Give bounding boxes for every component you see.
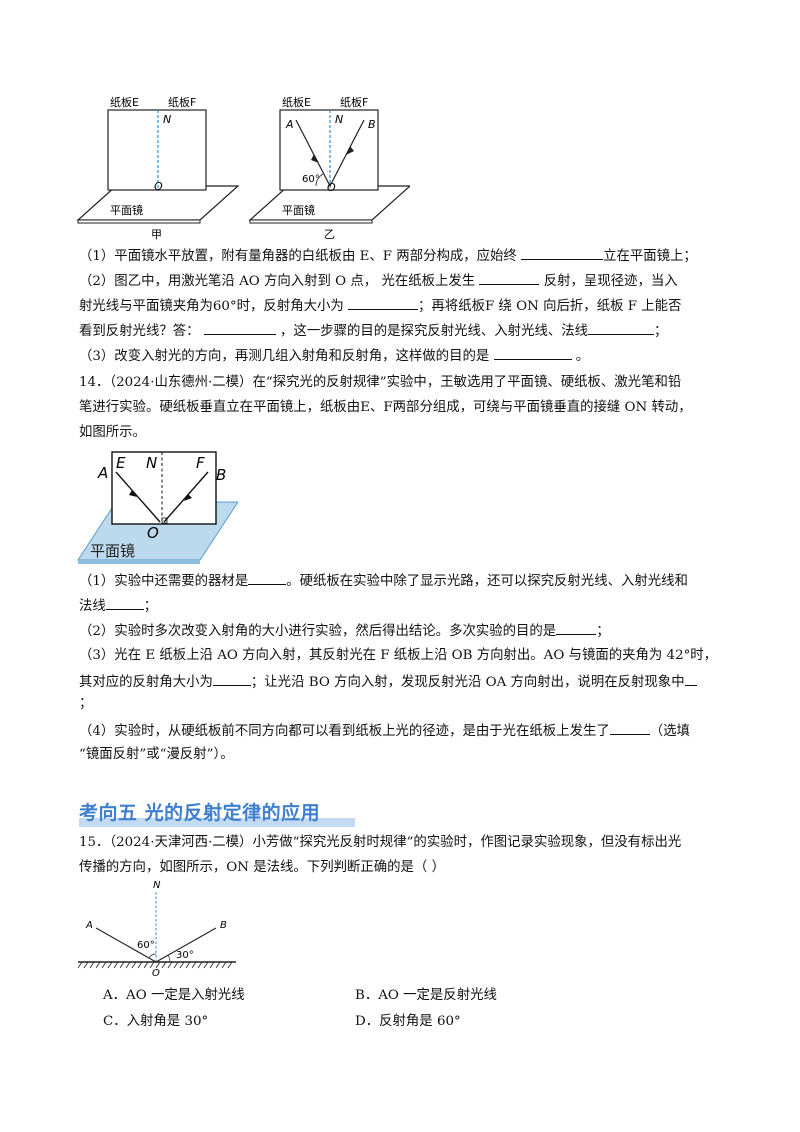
q13-part3: （3）改变入射光的方向，再测几组入射角和反射角，这样做的目的是 。 <box>79 345 589 367</box>
point-o-label: O <box>152 968 160 978</box>
option-c[interactable]: C．入射角是 30° <box>103 1014 209 1029</box>
angle-60-label: 60° <box>302 174 320 185</box>
q14-part1-line1: （1）实验中还需要的器材是。硬纸板在实验中除了显示光路，还可以探究反射光线、入射… <box>79 570 688 592</box>
board-e-label: E <box>116 454 126 472</box>
ray-a-label: A <box>97 464 108 482</box>
normal-label-2: N <box>335 113 343 126</box>
point-o-label: O <box>147 524 159 542</box>
board-f-label: F <box>196 454 205 472</box>
q13-part2-line2: 射光线与平面镜夹角为60°时，反射角大小为 ；再将纸板F 绕 ON 向后折，纸板… <box>79 295 681 317</box>
answer-blank[interactable] <box>105 595 144 610</box>
answer-blank[interactable] <box>212 671 251 686</box>
ray-b-label: B <box>368 118 376 131</box>
board-e-label: 纸板E <box>110 95 139 109</box>
figure-q15: N A B 60° 30° O <box>77 880 236 978</box>
q14-part1-line2: 法线； <box>79 595 157 617</box>
q15-stem-line2: 传播的方向，如图所示，ON 是法线。下列判断正确的是（ ） <box>79 860 445 875</box>
answer-blank[interactable] <box>479 270 540 285</box>
ray-b-label: B <box>216 466 226 484</box>
figure-jia: 纸板E 纸板F N O 平面镜 甲 <box>76 95 240 240</box>
q14-part3-line2: 其对应的反射角大小为；让光沿 BO 方向入射，发现反射光沿 OA 方向射出，说明… <box>79 671 697 693</box>
q13-part1: （1）平面镜水平放置，附有量角器的白纸板由 E、F 两部分构成，应始终 立在平面… <box>79 245 697 267</box>
angle-30-label: 30° <box>176 950 194 961</box>
board-e-label-2: 纸板E <box>282 95 311 109</box>
figure-q14: A E N F B O 平面镜 <box>77 451 239 564</box>
figure-jia-yi: 纸板E 纸板F N O 平面镜 甲 纸板E 纸板F A N B 60° O 平面… <box>76 95 410 240</box>
answer-blank[interactable] <box>203 320 276 335</box>
angle-60-label: 60° <box>137 940 155 951</box>
answer-blank[interactable] <box>556 620 597 635</box>
answer-blank[interactable] <box>493 345 572 360</box>
figure-yi: 纸板E 纸板F A N B 60° O 平面镜 乙 <box>248 95 410 240</box>
point-o-label-2: O <box>327 181 336 194</box>
q14-part4-line1: （4）实验时，从硬纸板前不同方向都可以看到纸板上光的径迹，是由于光在纸板上发生了… <box>79 720 690 742</box>
answer-blank[interactable] <box>684 671 697 686</box>
point-o-label: O <box>154 180 163 193</box>
option-d[interactable]: D．反射角是 60° <box>355 1014 461 1029</box>
q15-stem-line1: 15．（2024·天津河西·二模）小芳做“探究光反射时规律”的实验时，作图记录实… <box>79 835 682 850</box>
answer-blank[interactable] <box>248 570 287 585</box>
q13-part2-line3: 看到反射光线？答： ，这一步骤的目的是探究反射光线、入射光线、法线； <box>79 320 667 342</box>
section-heading: 考向五 光的反射定律的应用 <box>79 802 321 824</box>
q14-part2: （2）实验时多次改变入射角的大小进行实验，然后得出结论。多次实验的目的是； <box>79 620 610 642</box>
mirror-label: 平面镜 <box>110 203 143 217</box>
answer-blank[interactable] <box>588 320 655 335</box>
q14-part4-line2: “镜面反射”或“漫反射”）。 <box>79 747 234 762</box>
mirror-label-2: 平面镜 <box>282 203 315 217</box>
answer-blank[interactable] <box>348 295 419 310</box>
ray-a-label: A <box>285 118 294 131</box>
board-f-label-2: 纸板F <box>340 95 368 109</box>
answer-blank[interactable] <box>521 245 604 260</box>
q14-stem-line2: 笔进行实验。硬纸板垂直立在平面镜上，纸板由E、F两部分组成，可绕与平面镜垂直的接… <box>79 400 692 415</box>
normal-label: N <box>163 113 171 126</box>
q13-part2-line1: （2）图乙中，用激光笔沿 AO 方向入射到 O 点， 光在纸板上发生 反射，呈现… <box>79 270 678 292</box>
q14-part3-line1: （3）光在 E 纸板上沿 AO 方向入射，其反射光在 F 纸板上沿 OB 方向射… <box>79 648 718 663</box>
option-b[interactable]: B．AO 一定是反射光线 <box>355 988 497 1003</box>
q14-part3-line3: ； <box>79 696 93 711</box>
ray-b-label: B <box>220 920 227 931</box>
ray-a-label: A <box>85 920 93 931</box>
q14-stem-line3: 如图所示。 <box>79 425 146 440</box>
mirror-label: 平面镜 <box>90 542 135 560</box>
q14-stem-line1: 14．（2024·山东德州·二模）在“探究光的反射规律”实验中，王敏选用了平面镜… <box>79 375 682 390</box>
normal-label: N <box>153 880 161 891</box>
board-f-label: 纸板F <box>168 95 196 109</box>
caption-yi: 乙 <box>324 228 335 240</box>
section-heading-highlight <box>79 818 355 827</box>
caption-jia: 甲 <box>151 228 162 240</box>
normal-label: N <box>146 454 157 472</box>
option-a[interactable]: A．AO 一定是入射光线 <box>103 988 245 1003</box>
answer-blank[interactable] <box>609 720 650 735</box>
